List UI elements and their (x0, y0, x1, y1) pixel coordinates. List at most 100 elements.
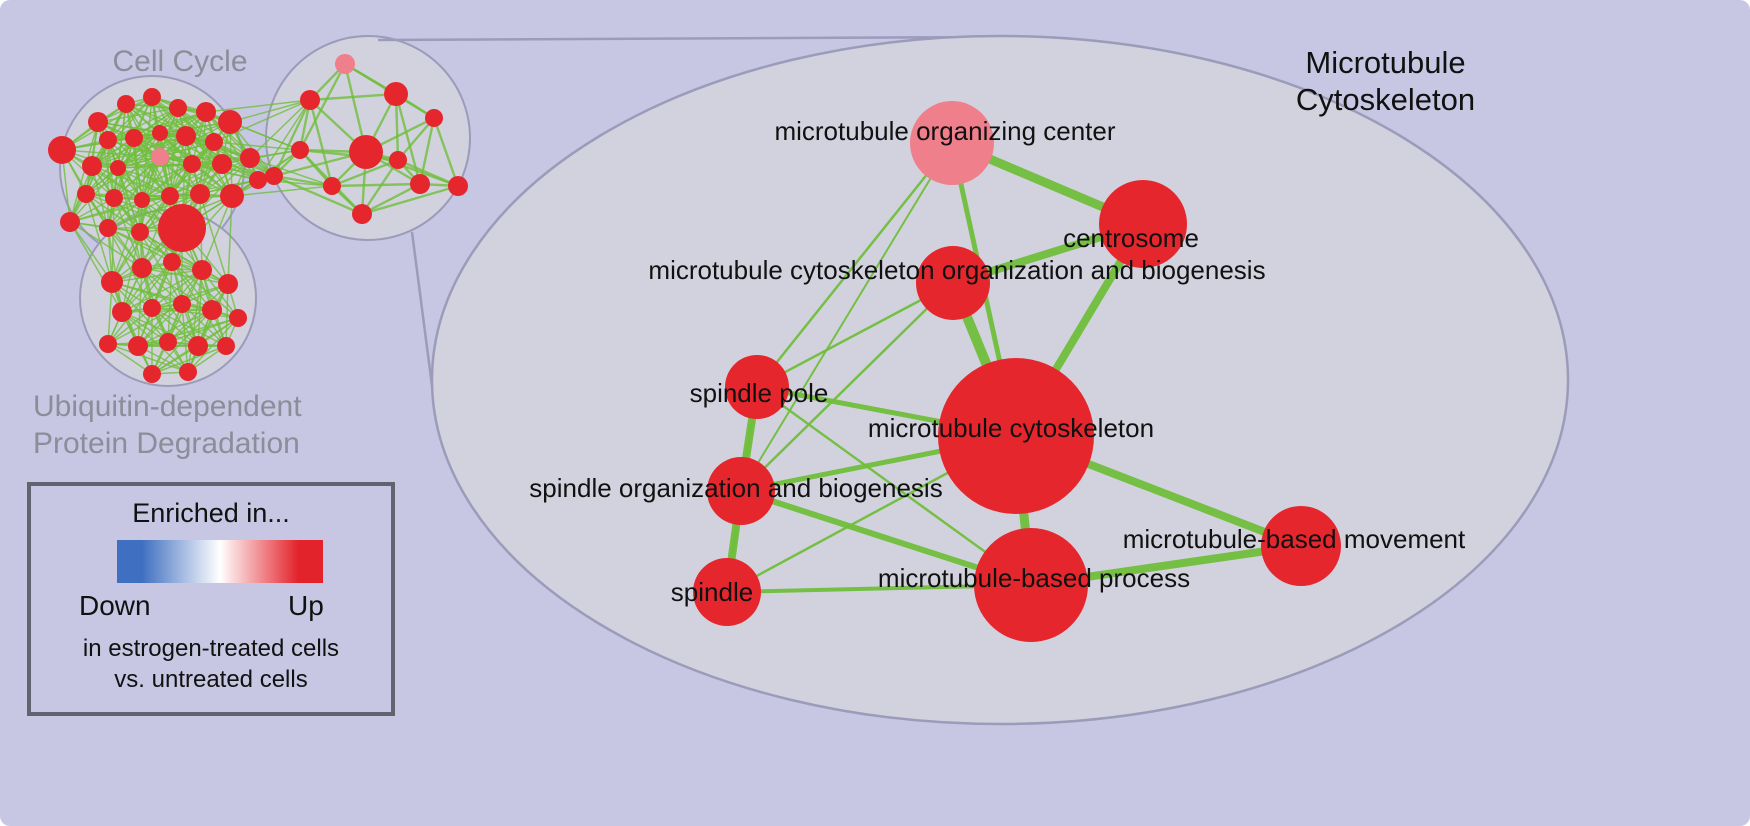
overview-node[interactable] (134, 192, 150, 208)
overview-edge (309, 92, 397, 102)
overview-node[interactable] (173, 295, 191, 313)
overview-node[interactable] (169, 99, 187, 117)
overview-edge (308, 99, 334, 187)
node-label-spindle_pole: spindle pole (690, 378, 829, 408)
overview-node[interactable] (352, 204, 372, 224)
legend-down-label: Down (79, 590, 151, 621)
overview-node[interactable] (220, 184, 244, 208)
overview-node[interactable] (48, 136, 76, 164)
overview-node[interactable] (158, 204, 206, 252)
overview-node[interactable] (163, 253, 181, 271)
overview-node[interactable] (143, 365, 161, 383)
overview-edge (257, 99, 311, 181)
overview-node[interactable] (217, 337, 235, 355)
overview-node[interactable] (265, 167, 283, 185)
overview-node[interactable] (291, 141, 309, 159)
overview-edge (121, 231, 141, 313)
overview-node[interactable] (88, 112, 108, 132)
overview-edge (91, 156, 161, 167)
overview-node[interactable] (183, 155, 201, 173)
overview-edge (121, 309, 213, 313)
node-spindle[interactable] (693, 558, 761, 626)
overview-node[interactable] (202, 300, 222, 320)
node-sob[interactable] (707, 457, 775, 525)
overview-node[interactable] (151, 148, 169, 166)
overview-node[interactable] (176, 126, 196, 146)
overview-edge (169, 157, 251, 197)
overview-node[interactable] (218, 110, 242, 134)
overview-edge (113, 163, 193, 199)
overview-node[interactable] (212, 154, 232, 174)
overview-edge (361, 182, 421, 216)
overview-node[interactable] (218, 274, 238, 294)
legend-caption-line1: in estrogen-treated cells (82, 635, 340, 662)
overview-node[interactable] (205, 133, 223, 151)
overview-node[interactable] (152, 125, 168, 141)
overview-node[interactable] (110, 160, 126, 176)
overview-node[interactable] (131, 223, 149, 241)
overview-node[interactable] (323, 177, 341, 195)
overview-edge (169, 179, 259, 197)
node-moc[interactable] (910, 101, 994, 185)
node-mbm[interactable] (1261, 506, 1341, 586)
node-mbp[interactable] (974, 528, 1088, 642)
overview-node[interactable] (240, 148, 260, 168)
overview-node[interactable] (179, 363, 197, 381)
overview-edge (113, 156, 161, 199)
overview-edge (331, 158, 399, 188)
overview-node[interactable] (128, 336, 148, 356)
overview-node[interactable] (143, 88, 161, 106)
overview-node[interactable] (99, 219, 117, 237)
overview-edge (273, 174, 363, 216)
overview-node[interactable] (77, 185, 95, 203)
overview-node[interactable] (448, 176, 468, 196)
overview-edge (151, 283, 229, 309)
overview-edge (213, 99, 311, 143)
overview-node[interactable] (335, 54, 355, 74)
overview-node[interactable] (425, 109, 443, 127)
overview-node[interactable] (161, 187, 179, 205)
overview-edge (91, 165, 143, 201)
overview-edge (91, 132, 161, 167)
overview-node[interactable] (249, 171, 267, 189)
overview-node[interactable] (384, 82, 408, 106)
overview-edge (121, 261, 173, 313)
overview-node[interactable] (389, 151, 407, 169)
overview-node[interactable] (159, 333, 177, 351)
overview-node[interactable] (117, 95, 135, 113)
overview-node[interactable] (192, 260, 212, 280)
overview-node[interactable] (60, 212, 80, 232)
overview-node[interactable] (410, 174, 430, 194)
node-mcob[interactable] (916, 246, 990, 320)
legend-gradient-bar (117, 540, 323, 583)
overview-edge (141, 267, 229, 285)
overview-node[interactable] (188, 336, 208, 356)
overview-edge (107, 307, 153, 345)
overview-node[interactable] (99, 335, 117, 353)
overview-node[interactable] (300, 90, 320, 110)
zoom-callout-line (377, 35, 1006, 42)
overview-edge (298, 63, 347, 151)
overview-edge (331, 182, 421, 188)
overview-node[interactable] (101, 271, 123, 293)
overview-node[interactable] (190, 184, 210, 204)
overview-node[interactable] (196, 102, 216, 122)
overview-node[interactable] (99, 131, 117, 149)
overview-node[interactable] (349, 135, 383, 169)
overview-edge (107, 193, 201, 229)
node-spindle_pole[interactable] (725, 355, 789, 419)
node-label-moc: microtubule organizing center (774, 116, 1115, 146)
overview-edge (69, 221, 113, 283)
overview-node[interactable] (112, 302, 132, 322)
overview-node[interactable] (125, 129, 143, 147)
overview-node[interactable] (105, 189, 123, 207)
node-mc[interactable] (938, 358, 1094, 514)
overview-edge (107, 195, 171, 229)
overview-node[interactable] (143, 299, 161, 317)
overview-node[interactable] (132, 258, 152, 278)
node-centrosome[interactable] (1099, 180, 1187, 268)
overview-node[interactable] (229, 309, 247, 327)
overview-edge (151, 307, 239, 319)
overview-node[interactable] (82, 156, 102, 176)
